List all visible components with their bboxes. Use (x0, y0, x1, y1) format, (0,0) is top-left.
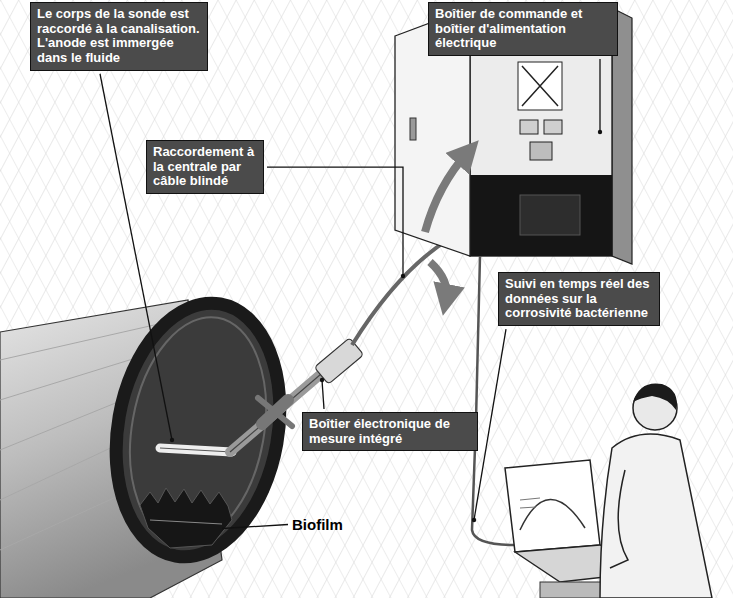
callout-text: Suivi en temps réel des données sur la c… (505, 277, 653, 321)
probe (160, 228, 470, 452)
callout-text: Raccordement à la centrale par câble bli… (153, 145, 257, 189)
part-label: Biofilm (292, 516, 343, 533)
leader-dot (598, 130, 602, 134)
leader-line (322, 380, 324, 409)
callout-box: Boîtier électronique de mesure intégré (302, 412, 478, 451)
callout-text: Boîtier électronique de mesure intégré (309, 417, 471, 446)
leader-dot (401, 274, 405, 278)
callout-text: Boîtier de commande et boîtier d'aliment… (435, 7, 611, 51)
leader-line (599, 59, 600, 132)
callout-box: Raccordement à la centrale par câble bli… (146, 140, 264, 194)
callout-box: Suivi en temps réel des données sur la c… (498, 272, 660, 326)
leader-line (474, 329, 506, 520)
leader-line (222, 525, 288, 529)
leader-dot (320, 378, 324, 382)
callout-box: Le corps de la sonde est raccordé à la c… (30, 2, 208, 71)
leader-dot (472, 518, 476, 522)
operator (505, 383, 712, 598)
biofilm (140, 488, 232, 548)
leader-line (100, 74, 172, 440)
callout-text: Le corps de la sonde est raccordé à la c… (37, 7, 201, 66)
leader-dot (170, 438, 174, 442)
pipe (0, 290, 299, 598)
leader-line (267, 167, 403, 276)
callout-box: Boîtier de commande et boîtier d'aliment… (428, 2, 618, 56)
